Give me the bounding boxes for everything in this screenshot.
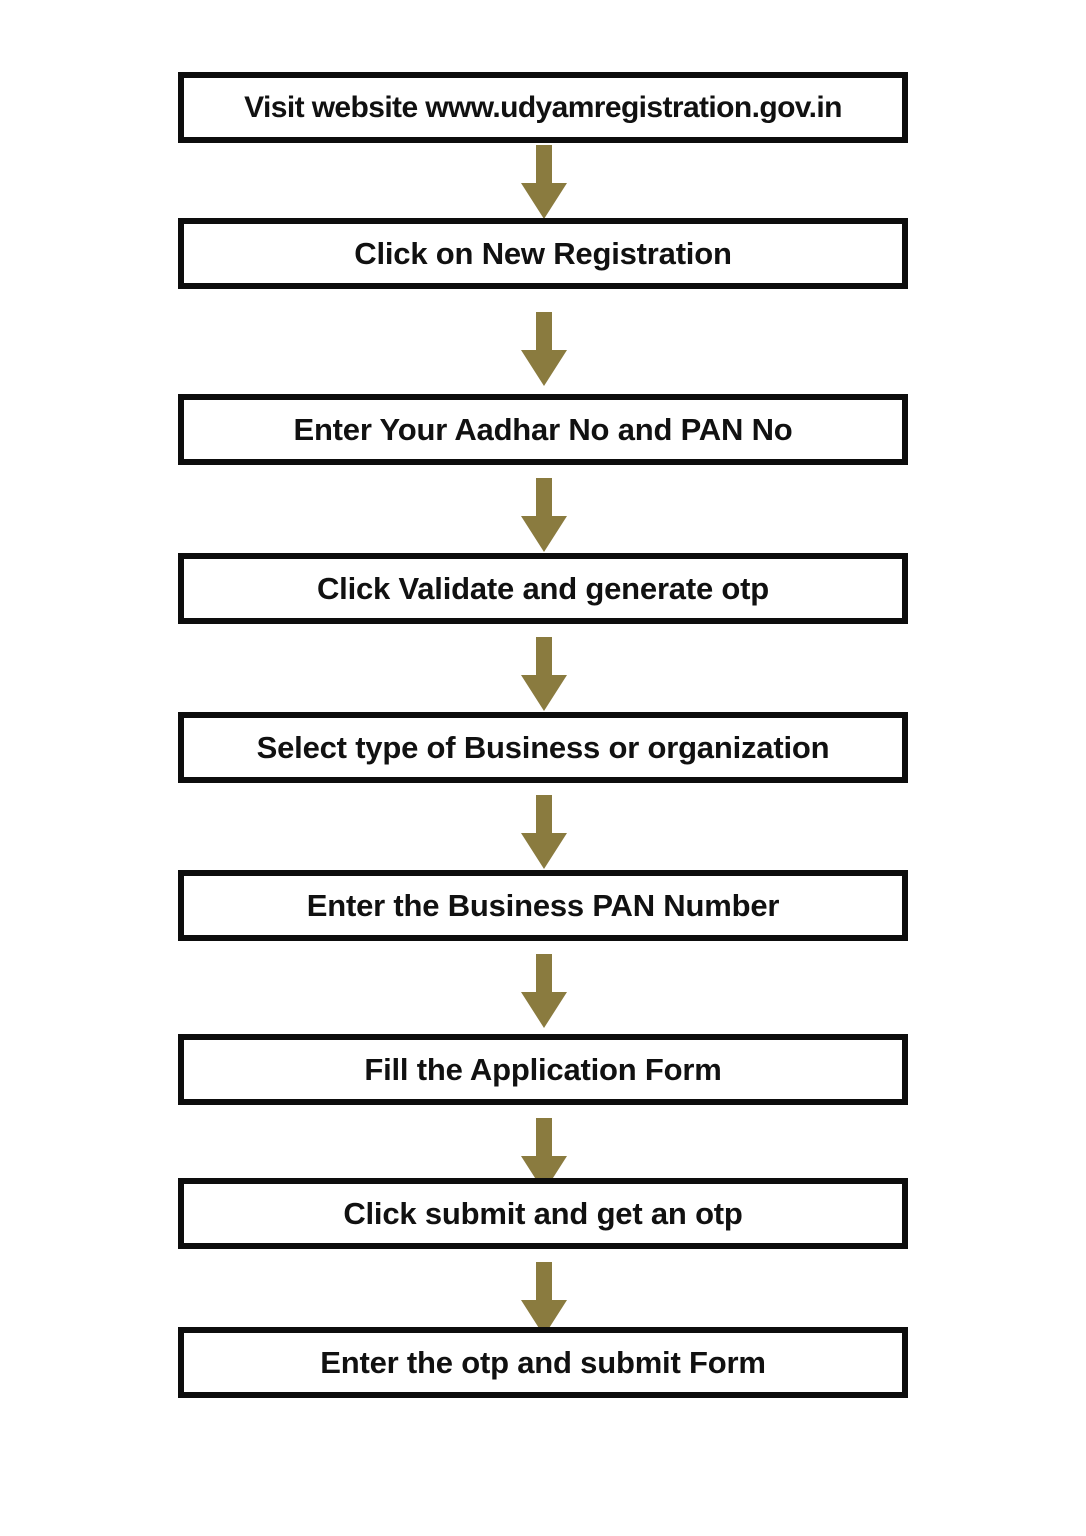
- down-arrow-icon: [521, 637, 567, 711]
- down-arrow-icon: [521, 1118, 567, 1192]
- connector-arrow-8: [521, 1262, 567, 1336]
- step-box-new-registration[interactable]: Click on New Registration: [178, 218, 908, 289]
- step-label-6: Enter the Business PAN Number: [306, 888, 780, 923]
- down-arrow-icon: [521, 312, 567, 386]
- connector-arrow-7: [521, 1118, 567, 1192]
- connector-arrow-5: [521, 795, 567, 869]
- connector-arrow-2: [521, 312, 567, 386]
- step-box-fill-application-form[interactable]: Fill the Application Form: [178, 1034, 908, 1105]
- step-label-4: Click Validate and generate otp: [316, 571, 770, 606]
- step-box-enter-otp-submit[interactable]: Enter the otp and submit Form: [178, 1327, 908, 1398]
- flow-step-1[interactable]: Visit website www.udyamregistration.gov.…: [178, 72, 908, 143]
- flow-step-6[interactable]: Enter the Business PAN Number: [178, 870, 908, 941]
- step-box-select-business-type[interactable]: Select type of Business or organization: [178, 712, 908, 783]
- flow-step-4[interactable]: Click Validate and generate otp: [178, 553, 908, 624]
- down-arrow-icon: [521, 478, 567, 552]
- step-box-visit-website[interactable]: Visit website www.udyamregistration.gov.…: [178, 72, 908, 143]
- flow-step-8[interactable]: Click submit and get an otp: [178, 1178, 908, 1249]
- connector-arrow-1: [521, 145, 567, 219]
- step-box-aadhar-pan[interactable]: Enter Your Aadhar No and PAN No: [178, 394, 908, 465]
- step-box-submit-get-otp[interactable]: Click submit and get an otp: [178, 1178, 908, 1249]
- step-label-8: Click submit and get an otp: [343, 1196, 743, 1231]
- flow-step-3[interactable]: Enter Your Aadhar No and PAN No: [178, 394, 908, 465]
- step-box-business-pan[interactable]: Enter the Business PAN Number: [178, 870, 908, 941]
- connector-arrow-6: [521, 954, 567, 1028]
- connector-arrow-3: [521, 478, 567, 552]
- flow-step-2[interactable]: Click on New Registration: [178, 218, 908, 289]
- flow-step-5[interactable]: Select type of Business or organization: [178, 712, 908, 783]
- down-arrow-icon: [521, 1262, 567, 1336]
- step-box-validate-generate-otp[interactable]: Click Validate and generate otp: [178, 553, 908, 624]
- step-label-9: Enter the otp and submit Form: [320, 1345, 766, 1380]
- step-label-3: Enter Your Aadhar No and PAN No: [293, 412, 793, 447]
- down-arrow-icon: [521, 145, 567, 219]
- down-arrow-icon: [521, 795, 567, 869]
- connector-arrow-4: [521, 637, 567, 711]
- flow-step-7[interactable]: Fill the Application Form: [178, 1034, 908, 1105]
- down-arrow-icon: [521, 954, 567, 1028]
- step-label-2: Click on New Registration: [354, 236, 732, 271]
- step-label-7: Fill the Application Form: [364, 1052, 722, 1087]
- step-label-5: Select type of Business or organization: [256, 730, 830, 765]
- step-label-1: Visit website www.udyamregistration.gov.…: [244, 90, 842, 124]
- flow-step-9[interactable]: Enter the otp and submit Form: [178, 1327, 908, 1398]
